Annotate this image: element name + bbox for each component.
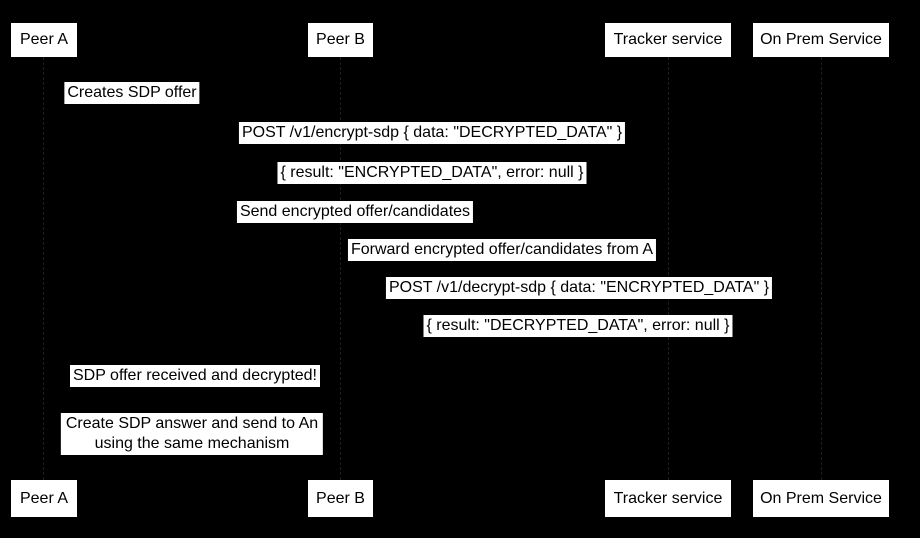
actor-label: Peer B bbox=[316, 31, 365, 48]
actor-label: Tracker service bbox=[613, 489, 723, 507]
actor-on-prem-service-top: On Prem Service bbox=[753, 23, 889, 57]
actor-tracker-service-bottom: Tracker service bbox=[605, 480, 731, 517]
lifeline-tracker-service bbox=[668, 57, 669, 480]
lifeline-on-prem-service bbox=[821, 57, 822, 480]
message-send-encrypted: Send encrypted offer/candidates bbox=[236, 201, 474, 223]
actor-peer-b-top: Peer B bbox=[308, 23, 373, 57]
message-sdp-offer-received: SDP offer received and decrypted! bbox=[70, 365, 320, 387]
actor-on-prem-service-bottom: On Prem Service bbox=[753, 480, 889, 517]
actor-peer-a-bottom: Peer A bbox=[11, 480, 77, 517]
actor-peer-a-top: Peer A bbox=[11, 23, 77, 57]
actor-peer-b-bottom: Peer B bbox=[308, 480, 373, 517]
message-post-decrypt-sdp: POST /v1/decrypt-sdp { data: "ENCRYPTED_… bbox=[385, 277, 773, 299]
note-line-2: using the same mechanism bbox=[94, 435, 290, 452]
message-post-encrypt-sdp: POST /v1/encrypt-sdp { data: "DECRYPTED_… bbox=[238, 122, 626, 144]
actor-label: Peer A bbox=[19, 31, 69, 48]
message-forward-encrypted: Forward encrypted offer/candidates from … bbox=[347, 239, 657, 261]
message-result-decrypted: { result: "DECRYPTED_DATA", error: null … bbox=[423, 315, 733, 337]
note-line-1: Create SDP answer and send to An bbox=[65, 415, 319, 432]
actor-label: Tracker service bbox=[613, 31, 723, 48]
message-creates-sdp-offer: Creates SDP offer bbox=[64, 82, 200, 104]
lifeline-peer-a bbox=[43, 57, 44, 480]
actor-label: On Prem Service bbox=[760, 489, 882, 507]
actor-label: Peer B bbox=[316, 489, 365, 507]
actor-tracker-service-top: Tracker service bbox=[605, 23, 731, 57]
note-create-sdp-answer: Create SDP answer and send to An using t… bbox=[60, 413, 324, 455]
actor-label: On Prem Service bbox=[760, 31, 882, 48]
message-result-encrypted: { result: "ENCRYPTED_DATA", error: null … bbox=[277, 162, 587, 184]
lifeline-peer-b bbox=[340, 57, 341, 480]
actor-label: Peer A bbox=[19, 489, 69, 507]
